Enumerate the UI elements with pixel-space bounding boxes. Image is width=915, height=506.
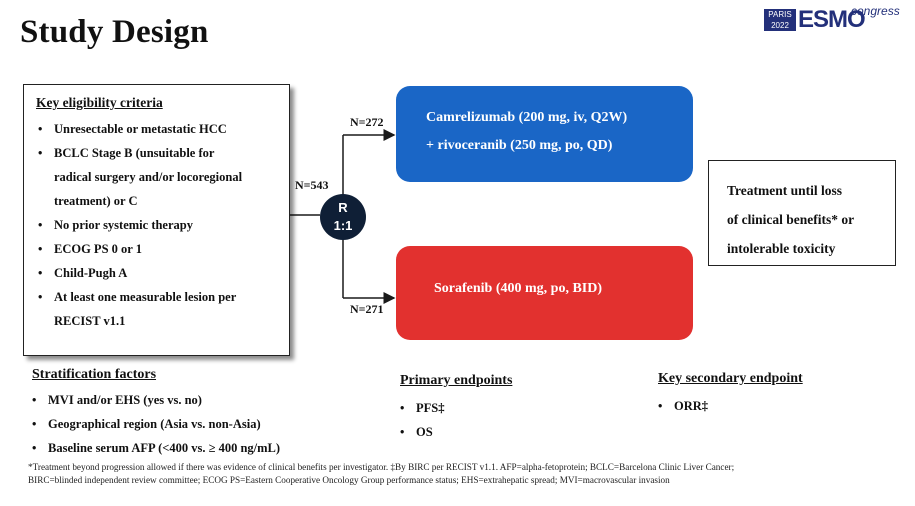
primary-endpoint-item: OS: [398, 420, 444, 444]
esmo-congress-logo: PARIS 2022 ESMO congress: [764, 4, 910, 36]
logo-city: PARIS: [768, 10, 792, 19]
arm1-n-label: N=272: [350, 115, 384, 129]
footnote-line2: BIRC=blinded independent review committe…: [28, 475, 670, 485]
logo-year: 2022: [771, 21, 789, 30]
eligibility-item-continuation: RECIST v1.1: [54, 314, 126, 328]
logo-brand: ESMO: [798, 6, 866, 33]
eligibility-list: Unresectable or metastatic HCC BCLC Stag…: [36, 117, 279, 333]
primary-endpoint-item: PFS‡: [398, 396, 444, 420]
secondary-endpoint-list: ORR‡: [656, 394, 708, 418]
eligibility-item: ECOG PS 0 or 1: [36, 237, 279, 261]
eligibility-item: Unresectable or metastatic HCC: [36, 117, 279, 141]
treatment-line1: Treatment until loss: [727, 183, 843, 198]
footnote-line1: *Treatment beyond progression allowed if…: [28, 462, 735, 472]
randomization-ratio: 1:1: [333, 218, 353, 233]
stratification-item: MVI and/or EHS (yes vs. no): [30, 388, 280, 412]
logo-badge: PARIS 2022: [764, 9, 796, 31]
primary-endpoints-heading: Primary endpoints: [400, 373, 513, 388]
stratification-item: Geographical region (Asia vs. non-Asia): [30, 412, 280, 436]
arm-sorafenib: Sorafenib (400 mg, po, BID): [396, 246, 693, 340]
eligibility-box: Key eligibility criteria Unresectable or…: [23, 84, 290, 356]
total-n-label: N=543: [295, 178, 329, 192]
eligibility-item-continuation: radical surgery and/or locoregional: [54, 170, 243, 184]
stratification-heading: Stratification factors: [32, 367, 157, 382]
arm1-line1: Camrelizumab (200 mg, iv, Q2W): [426, 110, 628, 125]
logo-suffix: congress: [851, 4, 900, 18]
arm2-label: Sorafenib (400 mg, po, BID): [434, 281, 603, 296]
eligibility-item: BCLC Stage B (unsuitable for: [36, 141, 279, 165]
eligibility-item: No prior systemic therapy: [36, 213, 279, 237]
treatment-line2: of clinical benefits* or: [727, 212, 855, 227]
primary-endpoints-list: PFS‡ OS: [398, 396, 444, 444]
eligibility-item: Child-Pugh A: [36, 261, 279, 285]
arm1-line2: + rivoceranib (250 mg, po, QD): [426, 138, 613, 153]
eligibility-item-continuation: treatment) or C: [54, 194, 138, 208]
page-title: Study Design: [20, 14, 209, 50]
randomization-node: R 1:1: [320, 194, 366, 240]
secondary-endpoint-heading: Key secondary endpoint: [658, 371, 803, 386]
secondary-endpoint-item: ORR‡: [656, 394, 708, 418]
arm2-n-label: N=271: [350, 302, 384, 316]
eligibility-heading: Key eligibility criteria: [36, 95, 163, 110]
stratification-list: MVI and/or EHS (yes vs. no) Geographical…: [30, 388, 280, 460]
treatment-line3: intolerable toxicity: [727, 241, 836, 256]
treatment-duration-box: Treatment until loss of clinical benefit…: [708, 160, 896, 266]
stratification-item: Baseline serum AFP (<400 vs. ≥ 400 ng/mL…: [30, 436, 280, 460]
arm-camrelizumab: Camrelizumab (200 mg, iv, Q2W) + rivocer…: [396, 86, 693, 182]
randomization-letter: R: [338, 200, 348, 215]
eligibility-item: At least one measurable lesion per: [36, 285, 279, 309]
footnote: *Treatment beyond progression allowed if…: [28, 461, 898, 487]
